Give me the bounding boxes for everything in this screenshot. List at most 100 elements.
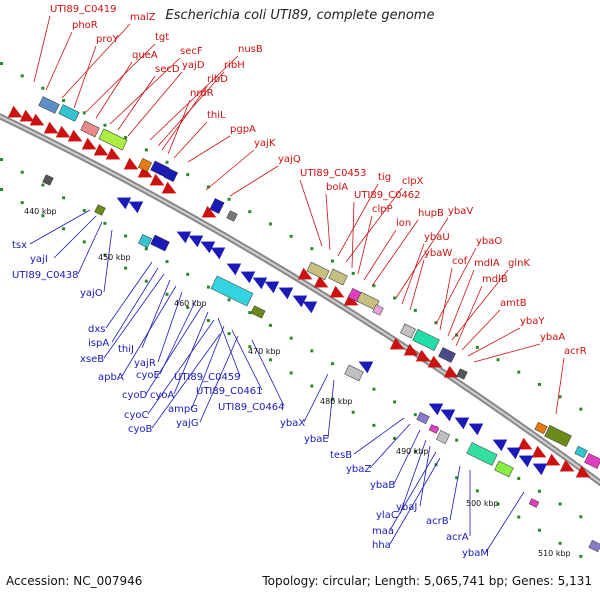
gene-label-forward: secF (180, 46, 203, 57)
gene-box (416, 411, 430, 425)
leader-line (141, 279, 171, 349)
gene-features (7, 96, 600, 553)
gene-arrow (240, 271, 256, 284)
gene-arrow (302, 301, 318, 314)
gene-arrow (389, 337, 405, 350)
gene-arrow (149, 173, 165, 186)
tick-dot (434, 321, 438, 325)
gene-arrow (210, 247, 226, 260)
gene-arrow (176, 231, 192, 244)
tick-dot (537, 382, 541, 386)
gene-arrow (517, 437, 533, 450)
map-title: Escherichia coli UTI89, complete genome (165, 8, 435, 23)
gene-label-forward: clpP (372, 204, 393, 215)
gene-box (150, 234, 170, 252)
gene-label-forward: nusB (238, 44, 263, 55)
tick-dot (372, 387, 376, 391)
gene-label-forward: yajK (254, 138, 276, 149)
leader-line (199, 335, 239, 423)
leader-line (145, 305, 203, 395)
tick-dot (331, 259, 335, 263)
gene-arrow (200, 241, 216, 254)
tick-dot (475, 345, 479, 349)
gene-label-reverse: ispA (88, 338, 109, 349)
tick-dot (579, 554, 583, 558)
kbp-label: 460 kbp (174, 299, 207, 308)
tick-dot (186, 173, 190, 177)
kbp-label: 510 kbp (538, 549, 571, 558)
leader-line (147, 319, 215, 415)
gene-label-reverse: cyoC (124, 410, 149, 421)
tick-dot (248, 210, 252, 214)
tick-dot (227, 298, 231, 302)
gene-arrow (116, 197, 132, 210)
leader-line (151, 333, 221, 429)
tick-dot (20, 170, 24, 174)
gene-box (42, 174, 54, 186)
tick-dot (165, 292, 169, 296)
leader-line (161, 85, 208, 151)
leader-line (449, 465, 461, 521)
gene-label-forward: cof (452, 256, 468, 267)
leader-line (435, 247, 477, 325)
tick-dot (475, 489, 479, 493)
gene-label-forward: ybaV (448, 206, 473, 217)
gene-label-forward: hupB (418, 208, 444, 219)
gene-arrow (7, 105, 23, 118)
gene-box (438, 347, 456, 363)
gene-arrow (201, 205, 217, 218)
tick-dot (268, 323, 272, 327)
gene-label-reverse: yajR (134, 358, 156, 369)
gene-box (137, 157, 153, 173)
gene-box (306, 261, 330, 281)
gene-box (137, 233, 153, 249)
tick-dot (103, 123, 107, 127)
label-leaders (29, 15, 565, 553)
leader-line (409, 259, 425, 311)
gene-box (38, 96, 60, 114)
leader-line (555, 357, 565, 415)
gene-box (584, 453, 600, 469)
gene-arrow (43, 121, 59, 134)
gene-box (372, 304, 384, 316)
gene-box (98, 128, 128, 151)
tick-dot (144, 148, 148, 152)
leader-line (157, 291, 183, 363)
gene-arrow (264, 281, 280, 294)
gene-label-forward: UTI89_C0419 (50, 4, 117, 15)
tick-dot (455, 333, 459, 337)
gene-label-reverse: maa (372, 526, 394, 537)
leader-line (231, 329, 263, 391)
leader-line (371, 219, 419, 287)
kbp-label: 480 kbp (320, 397, 353, 406)
leader-line (369, 423, 411, 469)
tick-dot (289, 371, 293, 375)
tick-dot (103, 221, 107, 225)
tick-dot (372, 423, 376, 427)
leader-line (61, 23, 131, 99)
gene-arrow (278, 287, 294, 300)
tick-dot (124, 136, 128, 140)
leader-line (251, 339, 285, 407)
tick-dot (206, 185, 210, 189)
gene-arrow (532, 463, 548, 476)
tick-dot (144, 247, 148, 251)
gene-box (466, 442, 498, 466)
tick-dot (413, 450, 417, 454)
tick-dot (310, 349, 314, 353)
gene-label-forward: secD (155, 64, 180, 75)
gene-label-reverse: hha (372, 540, 391, 551)
gene-label-reverse: acrA (446, 532, 469, 543)
tick-dot (165, 160, 169, 164)
leader-line (77, 221, 103, 275)
gene-box (588, 539, 600, 553)
gene-arrow (492, 439, 508, 452)
gene-label-reverse: yajI (30, 254, 48, 265)
gene-label-reverse: dxs (88, 324, 105, 335)
gene-box (574, 445, 588, 459)
kbp-label: 490 kbp (396, 447, 429, 456)
tick-dot (413, 413, 417, 417)
tick-dot (393, 296, 397, 300)
tick-dot (268, 222, 272, 226)
gene-box (250, 305, 266, 319)
